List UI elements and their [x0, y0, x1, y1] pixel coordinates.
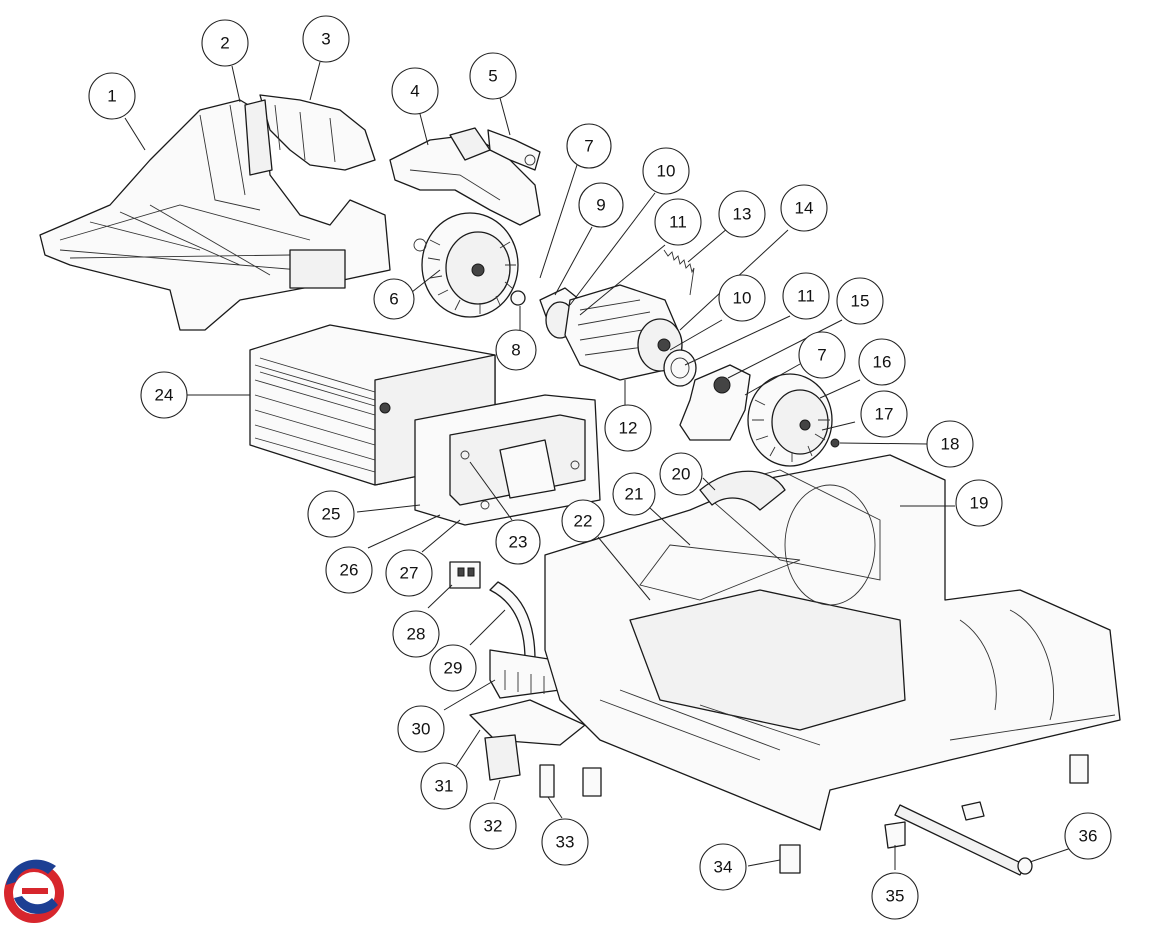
svg-text:8: 8 — [511, 341, 520, 360]
callout-7-top: 7 — [566, 123, 612, 169]
svg-text:31: 31 — [435, 777, 454, 796]
callout-16: 16 — [858, 338, 906, 386]
callout-25: 25 — [307, 490, 355, 538]
svg-text:20: 20 — [672, 465, 691, 484]
callout-32: 32 — [469, 802, 517, 850]
callout-9: 9 — [578, 182, 624, 228]
callout-8: 8 — [495, 329, 537, 371]
svg-text:11: 11 — [797, 287, 815, 306]
brand-logo — [4, 859, 64, 923]
callout-24: 24 — [140, 371, 188, 419]
svg-text:16: 16 — [873, 353, 892, 372]
svg-text:17: 17 — [875, 405, 894, 424]
callout-23: 23 — [495, 519, 541, 565]
part-base-small-parts — [469, 649, 1089, 798]
svg-text:26: 26 — [340, 561, 359, 580]
callout-29: 29 — [429, 644, 477, 692]
svg-text:35: 35 — [886, 887, 905, 906]
callout-18: 18 — [926, 420, 974, 468]
svg-text:28: 28 — [407, 625, 426, 644]
svg-text:33: 33 — [556, 833, 575, 852]
callout-17: 17 — [860, 390, 908, 438]
part-connector — [449, 561, 481, 589]
callout-4: 4 — [391, 67, 439, 115]
svg-text:14: 14 — [795, 199, 814, 218]
svg-text:15: 15 — [851, 292, 870, 311]
callout-21: 21 — [612, 472, 656, 516]
callout-11-lower: 11 — [782, 272, 830, 320]
part-top-cover — [39, 99, 391, 331]
callout-3: 3 — [302, 15, 350, 63]
callout-10-lower: 10 — [718, 274, 766, 322]
svg-text:36: 36 — [1079, 827, 1098, 846]
callout-13: 13 — [718, 190, 766, 238]
part-fan-shroud — [699, 470, 786, 511]
callout-7-lower: 7 — [798, 331, 846, 379]
callout-26: 26 — [325, 546, 373, 594]
part-blower-housing — [389, 127, 541, 226]
svg-text:4: 4 — [410, 82, 419, 101]
callout-27: 27 — [385, 549, 433, 597]
leader-lines — [124, 61, 1081, 870]
callout-14: 14 — [780, 184, 828, 232]
svg-text:21: 21 — [625, 485, 644, 504]
svg-text:1: 1 — [107, 87, 116, 106]
callout-30: 30 — [397, 705, 445, 753]
svg-text:34: 34 — [714, 858, 733, 877]
callout-6: 6 — [373, 278, 415, 320]
part-base-chassis — [544, 454, 1121, 831]
svg-text:5: 5 — [488, 67, 497, 86]
callout-11-top: 11 — [654, 198, 702, 246]
part-coil-frame — [414, 394, 601, 526]
part-scroll-halves — [244, 94, 376, 176]
callout-15: 15 — [836, 277, 884, 325]
callout-19: 19 — [955, 479, 1003, 527]
svg-text:9: 9 — [596, 196, 605, 215]
svg-text:19: 19 — [970, 494, 989, 513]
callout-10-top: 10 — [642, 147, 690, 195]
callout-35: 35 — [871, 872, 919, 920]
callout-28: 28 — [392, 610, 440, 658]
callout-5: 5 — [469, 52, 517, 100]
callout-36: 36 — [1064, 812, 1112, 860]
svg-text:7: 7 — [584, 137, 593, 156]
svg-text:13: 13 — [733, 205, 752, 224]
svg-text:6: 6 — [389, 290, 398, 309]
callout-34: 34 — [699, 843, 747, 891]
part-blower-wheel-right — [747, 373, 840, 467]
callout-33: 33 — [541, 818, 589, 866]
part-blower-wheel-left — [413, 212, 519, 318]
svg-text:7: 7 — [817, 346, 826, 365]
svg-text:10: 10 — [733, 289, 752, 308]
svg-text:10: 10 — [657, 162, 676, 181]
svg-text:11: 11 — [669, 213, 687, 232]
callout-2: 2 — [201, 19, 249, 67]
svg-text:24: 24 — [155, 386, 174, 405]
svg-text:30: 30 — [412, 720, 431, 739]
svg-text:3: 3 — [321, 30, 330, 49]
svg-text:12: 12 — [619, 419, 638, 438]
svg-text:2: 2 — [220, 34, 229, 53]
svg-text:32: 32 — [484, 817, 503, 836]
part-bracket — [487, 129, 541, 171]
part-motor-assembly — [510, 284, 751, 441]
part-feet-and-rod — [779, 801, 1033, 876]
part-drain-hose — [489, 581, 536, 661]
svg-text:22: 22 — [574, 512, 593, 531]
callout-20: 20 — [659, 452, 703, 496]
svg-text:25: 25 — [322, 505, 341, 524]
svg-text:27: 27 — [400, 564, 419, 583]
callout-1: 1 — [88, 72, 136, 120]
callout-22: 22 — [561, 499, 605, 543]
callout-12: 12 — [604, 404, 652, 452]
callout-31: 31 — [420, 762, 468, 810]
svg-text:18: 18 — [941, 435, 960, 454]
part-spring — [663, 249, 695, 296]
svg-text:29: 29 — [444, 659, 463, 678]
svg-text:23: 23 — [509, 533, 528, 552]
